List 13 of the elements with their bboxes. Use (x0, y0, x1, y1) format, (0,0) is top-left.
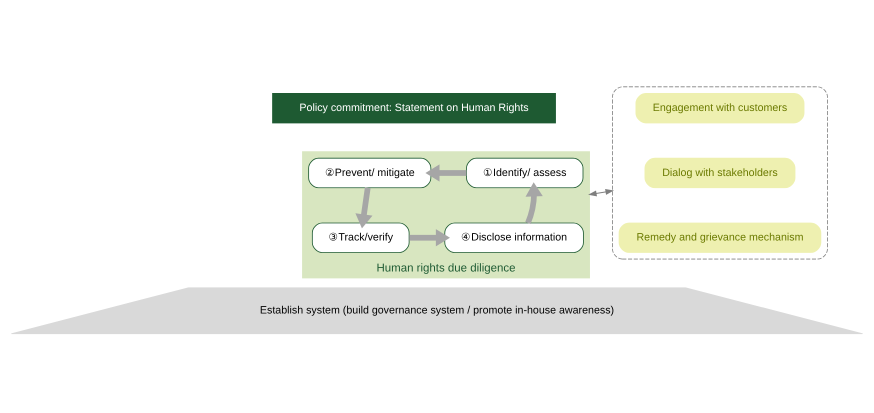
cluster (612, 86, 828, 259)
node-box: ②Prevent/ mitigate (308, 157, 432, 188)
node-box: ①Identify/ assess (466, 157, 584, 188)
arrow (355, 186, 372, 228)
arrow (588, 188, 614, 196)
node-box: ③Track/verify (312, 222, 410, 252)
arrow (409, 228, 450, 246)
arrow (425, 164, 466, 182)
node-box: Dialog with stakeholders (644, 157, 796, 188)
node-box: Policy commitment: Statement on Human Rights (272, 92, 556, 123)
node-box: ④Disclose information (444, 222, 584, 252)
node-box: Remedy and grievance mechanism (618, 222, 822, 252)
node-box: Engagement with customers (635, 92, 804, 123)
